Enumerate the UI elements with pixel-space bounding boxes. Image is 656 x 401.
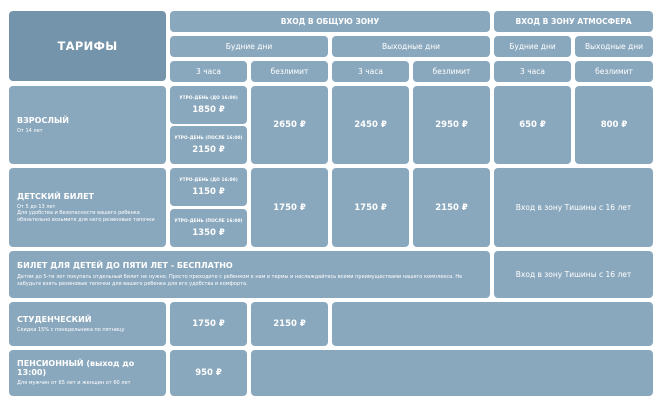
adult-name: ВЗРОСЛЫЙ xyxy=(17,115,69,125)
atm-weekdays-text: Будние дни xyxy=(509,42,556,51)
common-weekends-header: Выходные дни xyxy=(332,36,490,57)
child-evening-cell: УТРО-ДЕНЬ (ПОСЛЕ 16:00) 1350 ₽ xyxy=(170,209,247,247)
atm-wd-3h-text: 3 часа xyxy=(520,67,545,76)
child-we-3h-text: 1750 ₽ xyxy=(354,202,387,213)
pension-name: ПЕНСИОННЫЙ (выход до 13:00) xyxy=(17,359,135,378)
child-morning-label: УТРО-ДЕНЬ (ДО 16:00) xyxy=(179,177,238,183)
common-zone-header: ВХОД В ОБЩУЮ ЗОНУ xyxy=(170,11,490,32)
adult-we-unlimited-text: 2950 ₽ xyxy=(435,120,468,130)
atm-weekends-text: Выходные дни xyxy=(584,42,644,51)
tariffs-title: ТАРИФЫ xyxy=(9,11,166,81)
child-atm-note: Вход в зону Тишины с 16 лет xyxy=(494,168,653,247)
child-we-unlimited: 2150 ₽ xyxy=(413,168,490,247)
atm-we-unlimited-header: безлимит xyxy=(575,61,653,82)
child-name: ДЕТСКИЙ БИЛЕТ xyxy=(17,191,94,201)
adult-evening-label: УТРО-ДЕНЬ (ПОСЛЕ 16:00) xyxy=(174,135,243,141)
student-wd-unlimited: 2150 ₽ xyxy=(251,302,328,346)
common-weekdays-text: Будние дни xyxy=(225,42,273,51)
adult-atm-wd-text: 650 ₽ xyxy=(519,120,546,130)
student-name: СТУДЕНЧЕСКИЙ xyxy=(17,314,92,324)
child-wd-unlimited-text: 1750 ₽ xyxy=(273,202,306,213)
row-student-label: СТУДЕНЧЕСКИЙ Скидка 15% с понедельника п… xyxy=(9,302,166,346)
atmosphere-zone-header: ВХОД В ЗОНУ АТМОСФЕРА xyxy=(494,11,653,32)
child-note-age: От 5 до 13 лет xyxy=(17,203,56,210)
adult-evening-cell: УТРО-ДЕНЬ (ПОСЛЕ 16:00) 2150 ₽ xyxy=(170,126,247,164)
child-morning-price: 1150 ₽ xyxy=(192,186,225,197)
child-note-slippers: Для удобства и безопасности вашего ребен… xyxy=(17,210,155,223)
atmosphere-zone-header-text: ВХОД В ЗОНУ АТМОСФЕРА xyxy=(515,17,632,26)
student-wd-3h-text: 1750 ₽ xyxy=(192,319,225,329)
adult-we-3h-text: 2450 ₽ xyxy=(354,120,387,130)
child-wd-unlimited: 1750 ₽ xyxy=(251,168,328,247)
adult-morning-label: УТРО-ДЕНЬ (ДО 16:00) xyxy=(179,95,238,101)
child-we-3h: 1750 ₽ xyxy=(332,168,409,247)
tariffs-title-text: ТАРИФЫ xyxy=(57,39,118,53)
adult-atm-we: 800 ₽ xyxy=(575,86,653,164)
common-weekdays-header: Будние дни xyxy=(170,36,328,57)
pension-note: Для мужчин от 65 лет и женщин от 60 лет xyxy=(17,380,131,387)
child-we-unlimited-text: 2150 ₽ xyxy=(435,202,468,213)
student-wd-3h: 1750 ₽ xyxy=(170,302,247,346)
adult-morning-price: 1850 ₽ xyxy=(192,104,225,115)
wd-3h-header: 3 часа xyxy=(170,61,247,82)
we-unlimited-text: безлимит xyxy=(432,67,471,76)
student-wd-unlimited-text: 2150 ₽ xyxy=(273,319,306,329)
adult-atm-we-text: 800 ₽ xyxy=(600,120,628,130)
wd-3h-text: 3 часа xyxy=(196,67,221,76)
child-morning-cell: УТРО-ДЕНЬ (ДО 16:00) 1150 ₽ xyxy=(170,168,247,206)
child-evening-label: УТРО-ДЕНЬ (ПОСЛЕ 16:00) xyxy=(174,218,243,224)
adult-we-3h: 2450 ₽ xyxy=(332,86,409,164)
atm-wd-3h-header: 3 часа xyxy=(494,61,571,82)
common-zone-header-text: ВХОД В ОБЩУЮ ЗОНУ xyxy=(280,17,380,26)
adult-wd-unlimited: 2650 ₽ xyxy=(251,86,328,164)
row-child-label: ДЕТСКИЙ БИЛЕТ От 5 до 13 лет Для удобств… xyxy=(9,168,166,247)
adult-atm-wd: 650 ₽ xyxy=(494,86,571,164)
atm-weekends-header: Выходные дни xyxy=(575,36,653,57)
under5-name: БИЛЕТ ДЛЯ ДЕТЕЙ ДО ПЯТИ ЛЕТ - БЕСПЛАТНО xyxy=(17,261,233,271)
pension-wd-3h-text: 950 ₽ xyxy=(195,368,222,378)
adult-wd-unlimited-text: 2650 ₽ xyxy=(273,120,306,130)
wd-unlimited-header: безлимит xyxy=(251,61,328,82)
common-weekends-text: Выходные дни xyxy=(381,42,441,51)
atm-weekdays-header: Будние дни xyxy=(494,36,571,57)
we-3h-text: 3 часа xyxy=(358,67,383,76)
adult-we-unlimited: 2950 ₽ xyxy=(413,86,490,164)
under5-atm-note: Вход в зону Тишины с 16 лет xyxy=(494,251,653,298)
pension-empty xyxy=(251,350,653,396)
row-pension-label: ПЕНСИОННЫЙ (выход до 13:00) Для мужчин о… xyxy=(9,350,166,396)
wd-unlimited-text: безлимит xyxy=(270,67,309,76)
child-atm-text: Вход в зону Тишины с 16 лет xyxy=(515,203,632,212)
row-under5: БИЛЕТ ДЛЯ ДЕТЕЙ ДО ПЯТИ ЛЕТ - БЕСПЛАТНО … xyxy=(9,251,490,298)
atm-we-unlimited-text: безлимит xyxy=(595,67,633,76)
we-unlimited-header: безлимит xyxy=(413,61,490,82)
child-evening-price: 1350 ₽ xyxy=(192,227,225,238)
we-3h-header: 3 часа xyxy=(332,61,409,82)
student-note: Скидка 15% с понедельника по пятницу xyxy=(17,326,125,333)
adult-evening-price: 2150 ₽ xyxy=(192,144,225,155)
pension-wd-3h: 950 ₽ xyxy=(170,350,247,396)
adult-note: От 14 лет xyxy=(17,127,43,134)
adult-morning-cell: УТРО-ДЕНЬ (ДО 16:00) 1850 ₽ xyxy=(170,86,247,124)
under5-note: Детям до 5-ти лет покупать отдельный бил… xyxy=(17,274,463,287)
row-adult-label: ВЗРОСЛЫЙ От 14 лет xyxy=(9,86,166,164)
under5-atm-text: Вход в зону Тишины с 16 лет xyxy=(515,270,632,279)
student-empty xyxy=(332,302,653,346)
